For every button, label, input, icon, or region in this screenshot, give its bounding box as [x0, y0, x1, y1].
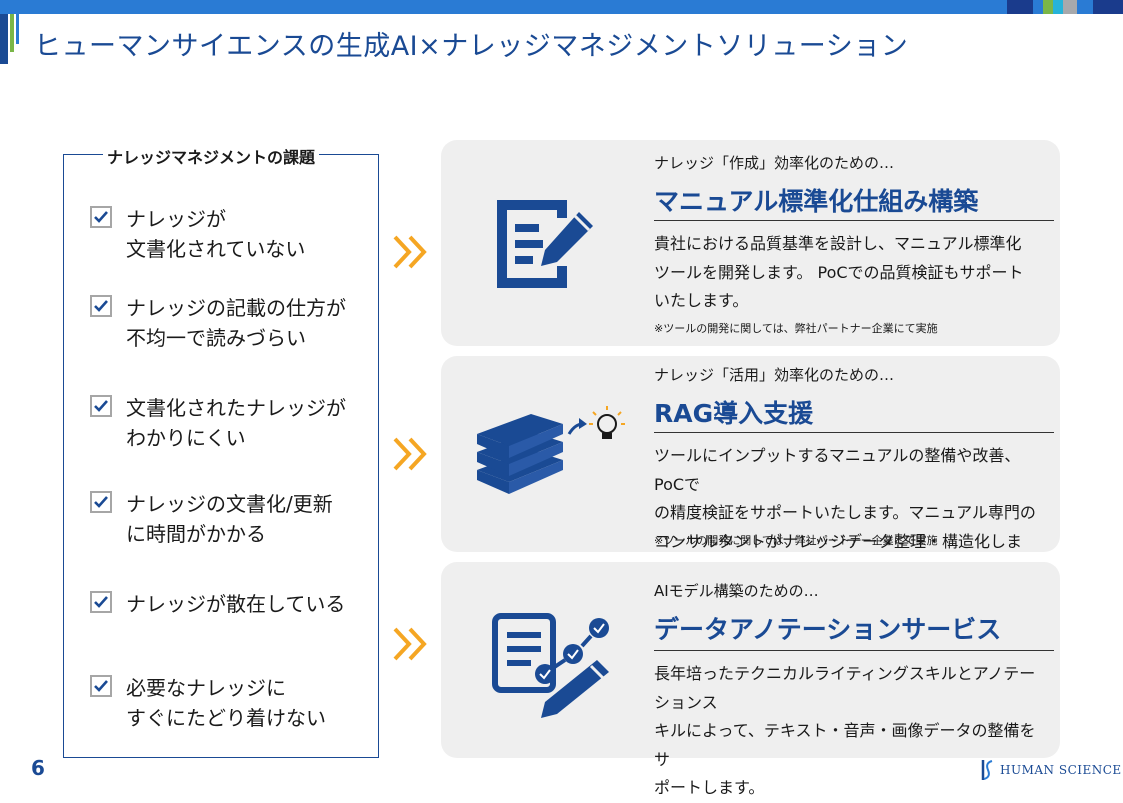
logo-mark-icon	[981, 760, 993, 780]
challenge-text: ナレッジの記載の仕方が 不均一で読みづらい	[126, 296, 346, 350]
challenge-item: ナレッジの文書化/更新 に時間がかかる	[90, 489, 333, 549]
solution-description: 貴社における品質基準を設計し、マニュアル標準化 ツールを開発します。 PoCでの…	[654, 234, 1024, 310]
title-rule	[654, 220, 1054, 221]
solution-note: ※ツールの開発に関しては、弊社パートナー企業にて実施	[654, 322, 938, 335]
document-pen-icon	[497, 200, 593, 288]
challenge-item: 必要なナレッジに すぐにたどり着けない	[90, 673, 326, 733]
solution-panel-annotation: AIモデル構築のための… データアノテーションサービス 長年培ったテクニカルライ…	[441, 562, 1060, 797]
title-rule	[654, 650, 1054, 651]
challenge-text: 文書化されたナレッジが わかりにくい	[126, 396, 346, 450]
solution-description: 長年培ったテクニカルライティングスキルとアノテーションス キルによって、テキスト…	[654, 664, 1036, 797]
double-chevron-right-icon	[393, 437, 427, 471]
challenges-title: ナレッジマネジメントの課題	[103, 144, 320, 168]
solution-panel-manual: ナレッジ「作成」効率化のための… マニュアル標準化仕組み構築 貴社における品質基…	[441, 140, 1060, 346]
page-title: ヒューマンサイエンスの生成AI×ナレッジマネジメントソリューション	[34, 31, 909, 62]
challenge-item: 文書化されたナレッジが わかりにくい	[90, 393, 346, 453]
double-chevron-right-icon	[393, 235, 427, 269]
challenge-item: ナレッジが 文書化されていない	[90, 204, 305, 264]
challenge-item: ナレッジの記載の仕方が 不均一で読みづらい	[90, 293, 346, 353]
solution-title: RAG導入支援	[654, 399, 814, 428]
challenge-text: ナレッジが散在している	[126, 592, 346, 616]
books-lightbulb-icon	[477, 406, 625, 494]
challenge-text: ナレッジが 文書化されていない	[126, 207, 306, 261]
solution-pretitle: ナレッジ「活用」効率化のための…	[654, 366, 895, 384]
solution-pretitle: AIモデル構築のための…	[654, 582, 819, 600]
checkbox-icon	[90, 491, 112, 513]
checkbox-icon	[90, 295, 112, 317]
checkbox-icon	[90, 206, 112, 228]
page-number: 6	[31, 756, 45, 780]
header-accent-blocks	[1007, 0, 1123, 14]
challenge-text: 必要なナレッジに すぐにたどり着けない	[126, 676, 326, 730]
solution-note: ※ツールの開発に関しては、弊社パートナー企業にて実施	[654, 534, 938, 547]
title-rule	[654, 432, 1054, 433]
solution-panel-rag: ナレッジ「活用」効率化のための… RAG導入支援 ツールにインプットするマニュア…	[441, 356, 1060, 579]
company-logo: HUMAN SCIENCE	[980, 758, 1122, 782]
solution-pretitle: ナレッジ「作成」効率化のための…	[654, 154, 895, 172]
checkbox-icon	[90, 591, 112, 613]
header-side-bar-green	[10, 14, 14, 52]
logo-text: HUMAN SCIENCE	[1000, 763, 1122, 777]
header-side-bar	[0, 14, 8, 64]
header-side-bar-blue	[16, 14, 19, 44]
double-chevron-right-icon	[393, 627, 427, 661]
checkbox-icon	[90, 395, 112, 417]
solution-title: マニュアル標準化仕組み構築	[654, 187, 979, 216]
challenge-text: ナレッジの文書化/更新 に時間がかかる	[126, 492, 333, 546]
challenge-item: ナレッジが散在している	[90, 589, 345, 619]
checkbox-icon	[90, 675, 112, 697]
header-bar	[0, 0, 1123, 14]
annotation-pen-icon	[492, 613, 609, 718]
solution-description: ツールにインプットするマニュアルの整備や改善、PoCで の精度検証をサポートいた…	[654, 446, 1036, 579]
solution-title: データアノテーションサービス	[654, 615, 1002, 644]
